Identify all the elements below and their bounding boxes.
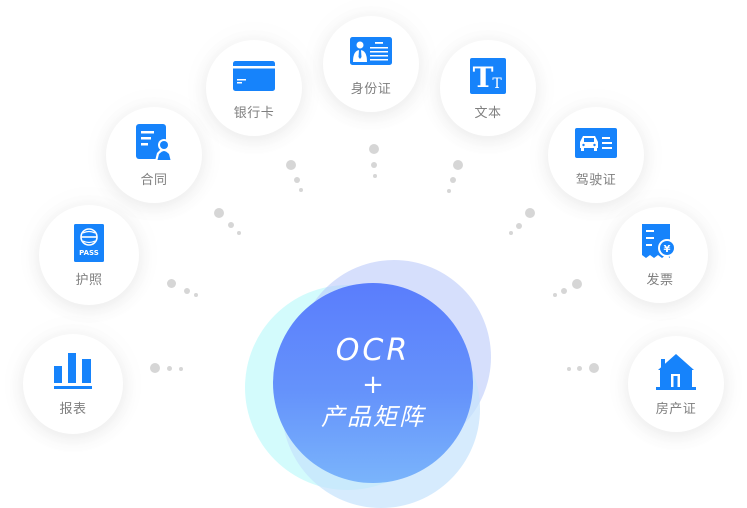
node-bank-card-label: 银行卡 xyxy=(233,105,275,121)
center-title: OCR + 产品矩阵 xyxy=(273,283,473,483)
contract-icon xyxy=(132,123,176,163)
node-property-cert-label: 房产证 xyxy=(655,401,697,417)
text-icon: T T xyxy=(466,56,510,96)
node-id-card[interactable]: 身份证 xyxy=(323,16,419,112)
node-report[interactable]: 报表 xyxy=(23,334,123,434)
main-center-circle xyxy=(273,283,473,483)
bank-card-icon xyxy=(232,56,276,96)
node-contract-label: 合同 xyxy=(140,172,168,188)
center-title-ocr: OCR xyxy=(335,333,411,368)
center-title-product-matrix: 产品矩阵 xyxy=(321,403,425,431)
node-property-cert[interactable]: 房产证 xyxy=(628,336,724,432)
node-invoice-label: 发票 xyxy=(646,272,674,288)
house-icon xyxy=(654,352,698,392)
node-contract[interactable]: 合同 xyxy=(106,107,202,203)
svg-text:T: T xyxy=(492,76,502,92)
node-driver-license-label: 驾驶证 xyxy=(575,172,617,188)
id-card-icon xyxy=(349,32,393,72)
node-passport-label: 护照 xyxy=(75,272,103,288)
invoice-icon: ¥ xyxy=(638,223,682,263)
center-title-plus: + xyxy=(362,370,384,400)
node-passport[interactable]: PASS 护照 xyxy=(39,205,139,305)
node-id-card-label: 身份证 xyxy=(350,81,392,97)
node-text-label: 文本 xyxy=(474,105,502,121)
node-text[interactable]: T T 文本 xyxy=(440,40,536,136)
svg-text:¥: ¥ xyxy=(664,244,671,255)
car-license-icon xyxy=(574,123,618,163)
node-report-label: 报表 xyxy=(59,401,87,417)
svg-text:PASS: PASS xyxy=(79,249,99,257)
node-bank-card[interactable]: 银行卡 xyxy=(206,40,302,136)
passport-icon: PASS xyxy=(67,223,111,263)
node-invoice[interactable]: ¥ 发票 xyxy=(612,207,708,303)
bar-chart-icon xyxy=(51,352,95,392)
node-driver-license[interactable]: 驾驶证 xyxy=(548,107,644,203)
svg-text:T: T xyxy=(473,61,494,94)
